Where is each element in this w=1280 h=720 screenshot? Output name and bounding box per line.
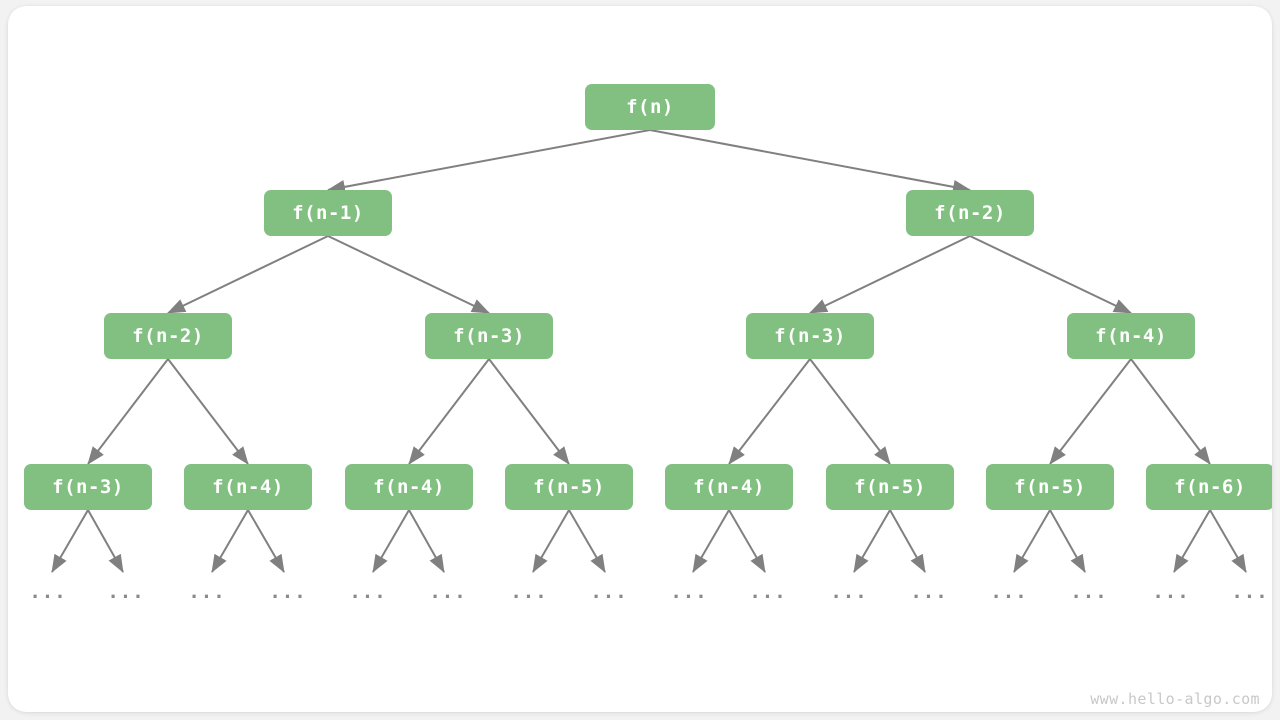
tree-ellipsis: ... (429, 581, 467, 603)
tree-edge-arrow (1130, 358, 1211, 465)
tree-edge-arrow (853, 509, 891, 573)
tree-ellipsis: ... (349, 581, 387, 603)
tree-edge-arrow (1209, 509, 1247, 573)
tree-ellipsis: ... (990, 581, 1028, 603)
diagram-card: f(n) f(n-1) f(n-2) f(n-2) f(n-3) f(n-3) f(n-4)… (8, 6, 1272, 712)
tree-node[interactable]: f(n-5) (826, 464, 954, 510)
tree-edge-arrow (87, 358, 169, 465)
tree-node[interactable]: f(n-5) (505, 464, 633, 510)
recursion-tree-canvas: f(n) f(n-1) f(n-2) f(n-2) f(n-3) f(n-3) f(n-4)… (8, 6, 1272, 712)
tree-edge-arrow (692, 509, 730, 573)
tree-ellipsis: ... (510, 581, 548, 603)
tree-edge-arrow (1173, 509, 1211, 573)
tree-ellipsis: ... (1152, 581, 1190, 603)
tree-node[interactable]: f(n-4) (184, 464, 312, 510)
tree-edge-arrow (809, 358, 891, 465)
tree-edge-arrow (1049, 358, 1132, 465)
tree-edge-arrow (247, 509, 285, 573)
tree-node[interactable]: f(n-3) (24, 464, 152, 510)
tree-node[interactable]: f(n-3) (746, 313, 874, 359)
tree-node[interactable]: f(n-4) (345, 464, 473, 510)
tree-edge-arrow (1049, 509, 1086, 573)
tree-node[interactable]: f(n-5) (986, 464, 1114, 510)
tree-edge-arrow (488, 358, 570, 465)
tree-edge-arrow (568, 509, 606, 573)
tree-edge-arrow (532, 509, 570, 573)
tree-edge-arrow (408, 509, 445, 573)
tree-edge-arrow (728, 358, 811, 465)
tree-edge-arrow (889, 509, 926, 573)
tree-node[interactable]: f(n-4) (1067, 313, 1195, 359)
tree-node[interactable]: f(n-6) (1146, 464, 1272, 510)
tree-edge-arrow (51, 509, 89, 573)
tree-node[interactable]: f(n-4) (665, 464, 793, 510)
tree-ellipsis: ... (910, 581, 948, 603)
watermark-label: www.hello-algo.com (1090, 690, 1260, 708)
tree-edge-arrow (211, 509, 249, 573)
tree-edge-arrow (327, 129, 651, 194)
tree-edge-arrow (969, 235, 1132, 314)
tree-edge-arrow (1013, 509, 1051, 573)
tree-edge-arrow (167, 235, 329, 314)
tree-ellipsis: ... (590, 581, 628, 603)
tree-node[interactable]: f(n-2) (906, 190, 1034, 236)
tree-node[interactable]: f(n) (585, 84, 715, 130)
tree-ellipsis: ... (107, 581, 145, 603)
tree-edge-arrow (372, 509, 410, 573)
tree-ellipsis: ... (749, 581, 787, 603)
tree-edge-arrow (327, 235, 490, 314)
tree-ellipsis: ... (29, 581, 67, 603)
tree-edge-arrow (809, 235, 971, 314)
tree-ellipsis: ... (188, 581, 226, 603)
tree-edge-arrow (87, 509, 124, 573)
tree-edge-arrow (167, 358, 249, 465)
tree-ellipsis: ... (1070, 581, 1108, 603)
tree-edge-arrow (408, 358, 490, 465)
tree-ellipsis: ... (1231, 581, 1269, 603)
tree-node[interactable]: f(n-2) (104, 313, 232, 359)
tree-edge-arrow (649, 129, 971, 194)
tree-edge-arrow (728, 509, 766, 573)
tree-ellipsis: ... (830, 581, 868, 603)
tree-node[interactable]: f(n-3) (425, 313, 553, 359)
tree-node[interactable]: f(n-1) (264, 190, 392, 236)
tree-ellipsis: ... (670, 581, 708, 603)
tree-ellipsis: ... (269, 581, 307, 603)
